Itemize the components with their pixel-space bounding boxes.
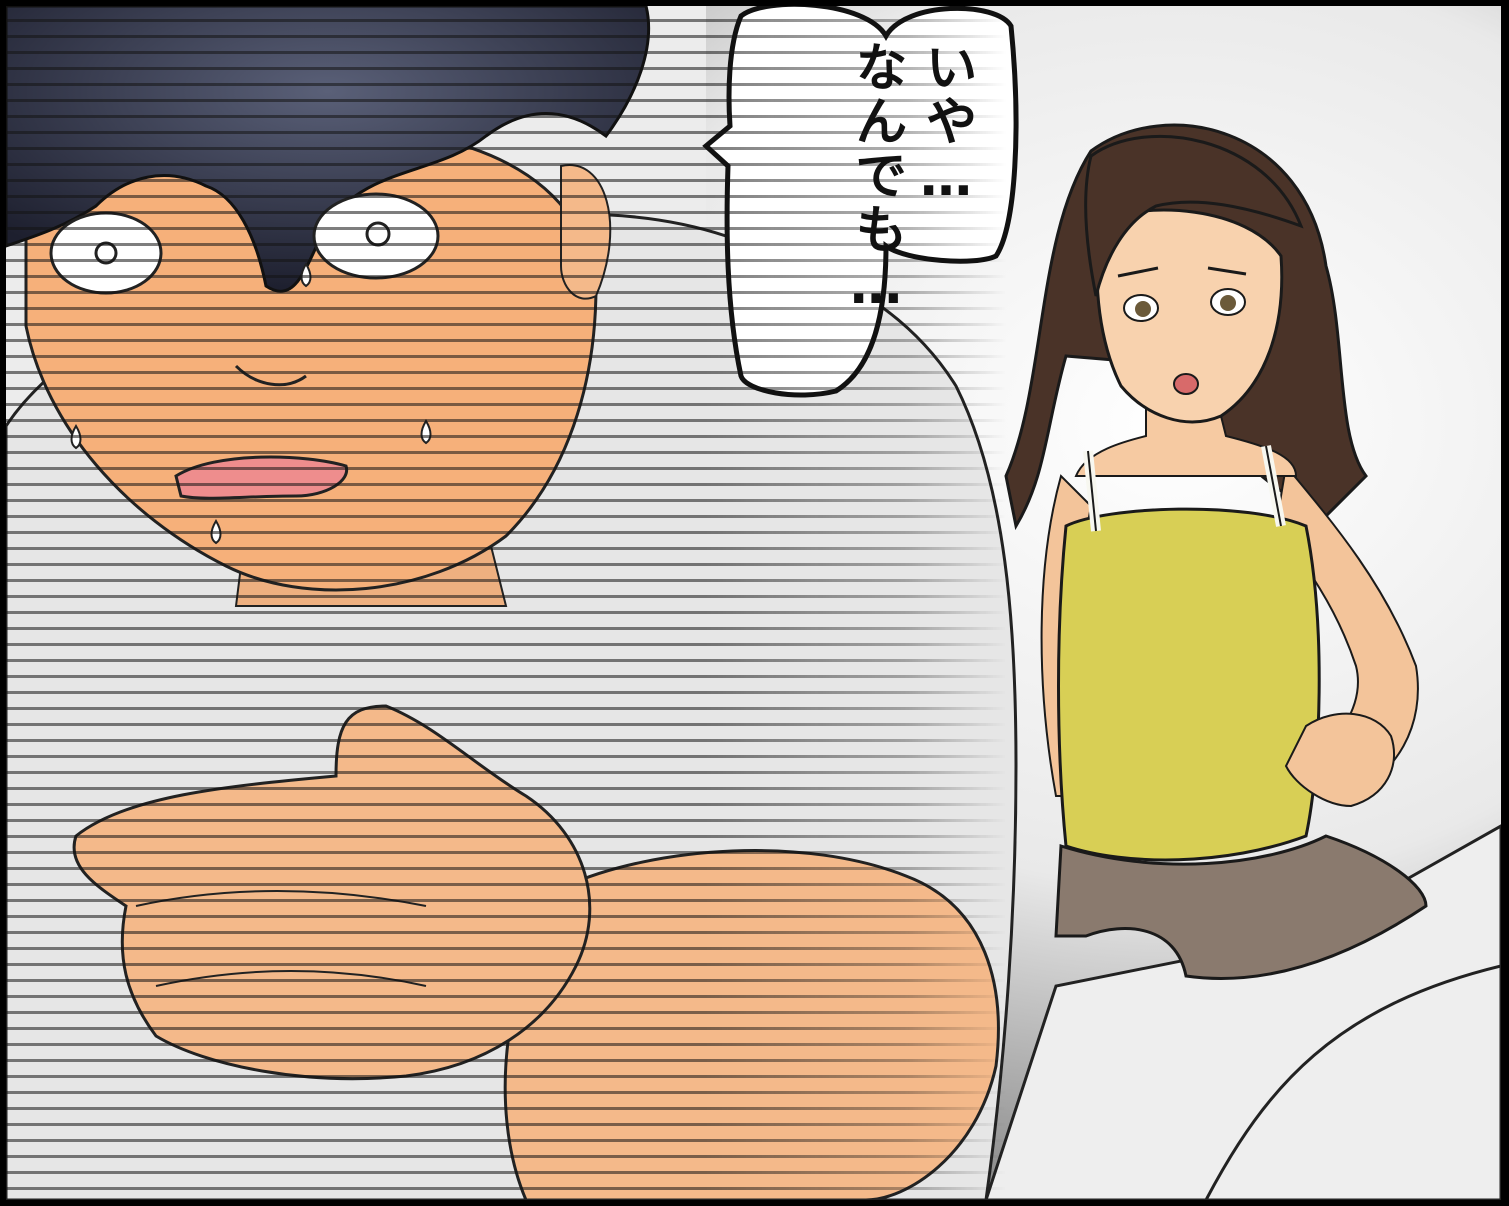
woman-figure <box>1004 123 1428 980</box>
tank-top <box>1057 507 1321 862</box>
illustration <box>6 6 1501 1200</box>
speech-line-2: なんでも… <box>846 40 906 318</box>
shorts <box>1054 834 1428 980</box>
speech-line-1: いや… <box>916 40 976 210</box>
panel-art: いや… なんでも… <box>6 6 1501 1200</box>
woman-face <box>1095 208 1284 424</box>
